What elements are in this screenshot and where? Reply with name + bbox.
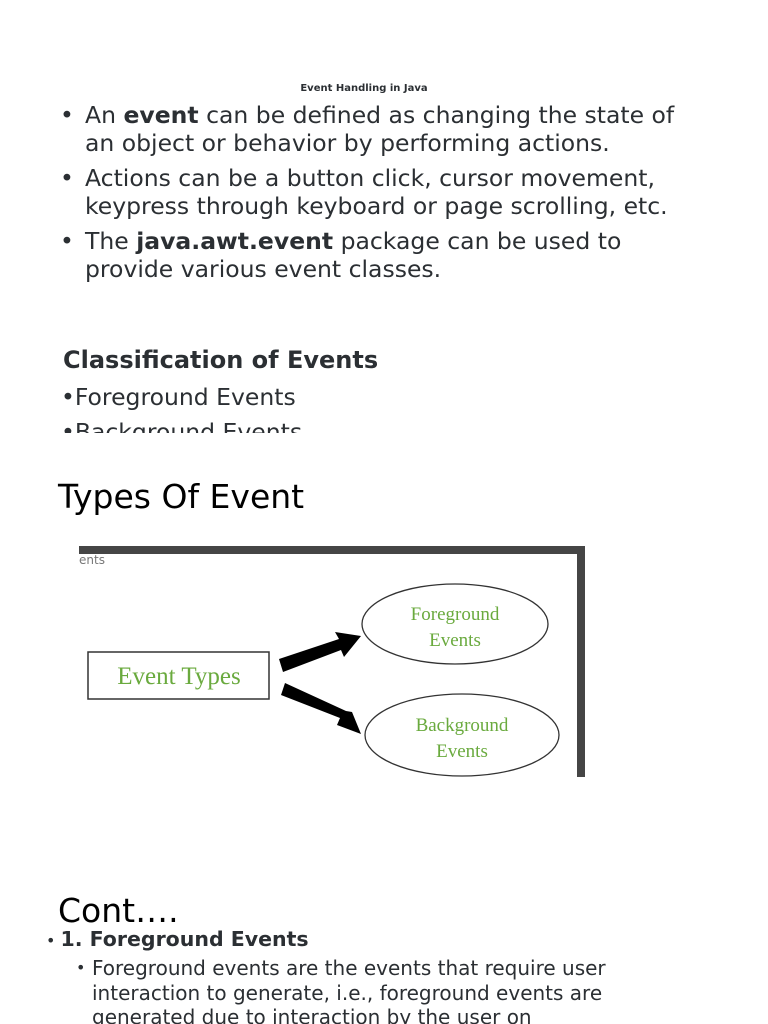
slide-event-handling: Event Handling in Java An event can be d… — [0, 0, 768, 433]
bullet-marker: • — [46, 931, 56, 950]
bullet-event-definition: An event can be defined as changing the … — [60, 101, 700, 157]
document-title: Event Handling in Java — [300, 83, 428, 94]
slide-cont: Cont…. •1. Foreground Events •Foreground… — [0, 868, 768, 1024]
background-label-line1: Background — [416, 715, 509, 736]
arrow-to-background — [281, 683, 361, 734]
frame-corner-text: ents — [79, 553, 105, 567]
event-types-label: Event Types — [117, 663, 240, 690]
event-types-diagram: ents Event Types Foreground Events Backg… — [79, 546, 585, 777]
event-types-svg: Event Types Foreground Events Background… — [87, 583, 560, 777]
classification-heading: Classification of Events — [63, 346, 379, 374]
foreground-events-heading: •1. Foreground Events — [46, 927, 309, 951]
foreground-events-description-text: Foreground events are the events that re… — [92, 956, 606, 1024]
background-ellipse — [364, 693, 560, 777]
arrow-to-foreground — [279, 632, 361, 672]
foreground-ellipse — [361, 583, 549, 665]
bullet-marker: • — [76, 958, 86, 977]
slide-types-of-event: Types Of Event ents Event Types Foregrou… — [0, 433, 768, 868]
slide-title: Cont…. — [58, 891, 179, 930]
classification-item-background: •Background Events — [61, 418, 303, 433]
foreground-events-heading-text: 1. Foreground Events — [60, 927, 309, 951]
event-types-box — [87, 651, 270, 700]
slide-title: Types Of Event — [58, 477, 305, 516]
event-definition-list: An event can be defined as changing the … — [60, 101, 700, 291]
foreground-label-line2: Events — [429, 630, 481, 651]
bullet-actions: Actions can be a button click, cursor mo… — [60, 164, 700, 220]
foreground-events-description: • Foreground events are the events that r… — [76, 956, 686, 1024]
bullet-package: The java.awt.event package can be used t… — [60, 227, 700, 283]
foreground-label-line1: Foreground — [411, 604, 500, 625]
background-label-line2: Events — [436, 741, 488, 762]
classification-item-foreground: •Foreground Events — [61, 383, 296, 411]
